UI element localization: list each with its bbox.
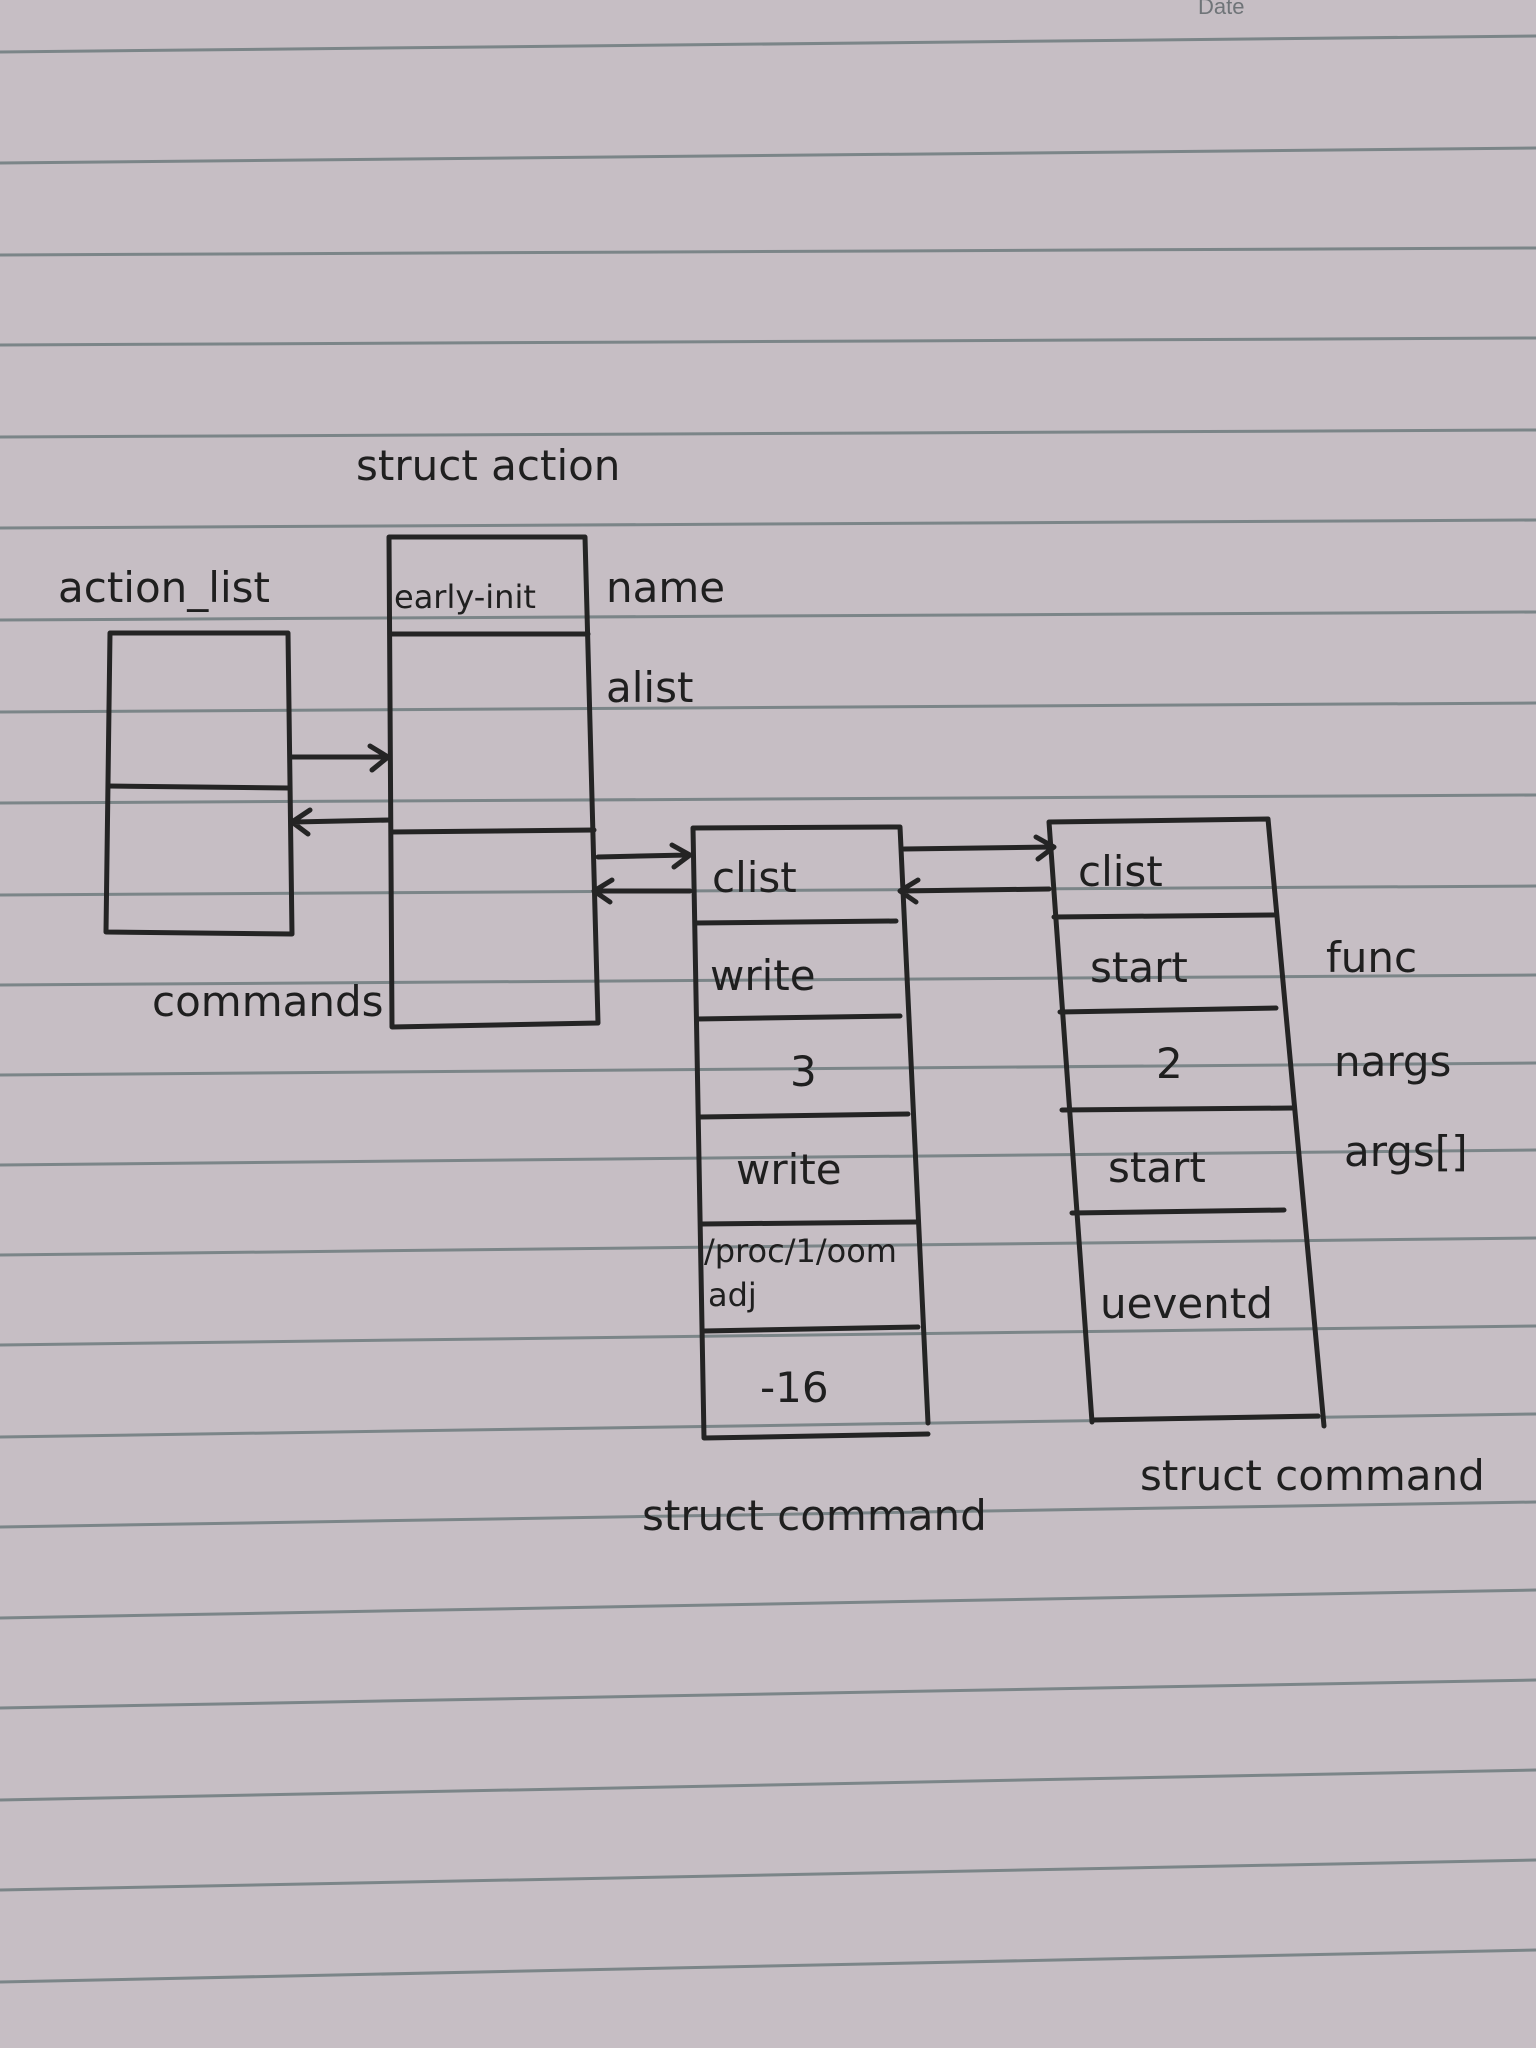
action-list-box <box>103 630 295 937</box>
action-name-value: early-init <box>394 578 536 616</box>
date-label: Date <box>1198 0 1244 19</box>
struct-command-label-1: struct command <box>642 1491 987 1540</box>
arrow-left-icon <box>591 877 693 905</box>
cell: start <box>1090 943 1188 992</box>
commands-label: commands <box>152 977 384 1026</box>
struct-action-label: struct action <box>356 441 620 490</box>
cell: 3 <box>790 1047 817 1096</box>
cell: adj <box>708 1276 757 1314</box>
cell: start <box>1108 1143 1206 1192</box>
name-label: name <box>606 563 725 612</box>
cell: -16 <box>760 1363 829 1412</box>
arrow-right-icon <box>901 834 1057 862</box>
action-list-label: action_list <box>58 563 270 612</box>
cell: ueventd <box>1100 1279 1273 1328</box>
cell: clist <box>712 853 797 902</box>
ruled-lines <box>0 34 1536 1984</box>
cell: 2 <box>1156 1039 1183 1088</box>
cell: /proc/1/oom <box>704 1232 897 1270</box>
arrows <box>289 743 1057 905</box>
arrow-left-icon <box>289 807 393 837</box>
cell: write <box>736 1145 842 1194</box>
struct-command-box-2: clist start 2 start ueventd <box>1046 816 1327 1429</box>
arrow-right-icon <box>595 842 693 870</box>
struct-action-box: early-init <box>386 534 601 1030</box>
struct-command-box-1: clist write 3 write /proc/1/oom adj -16 <box>690 824 931 1441</box>
nargs-label: nargs <box>1334 1037 1451 1086</box>
func-label: func <box>1326 933 1417 982</box>
alist-label: alist <box>606 663 693 712</box>
args-label: args[] <box>1344 1127 1468 1176</box>
arrow-left-icon <box>897 877 1052 905</box>
arrow-right-icon <box>289 743 391 773</box>
cell: clist <box>1078 847 1163 896</box>
cell: write <box>710 951 816 1000</box>
struct-command-label-2: struct command <box>1140 1451 1485 1500</box>
